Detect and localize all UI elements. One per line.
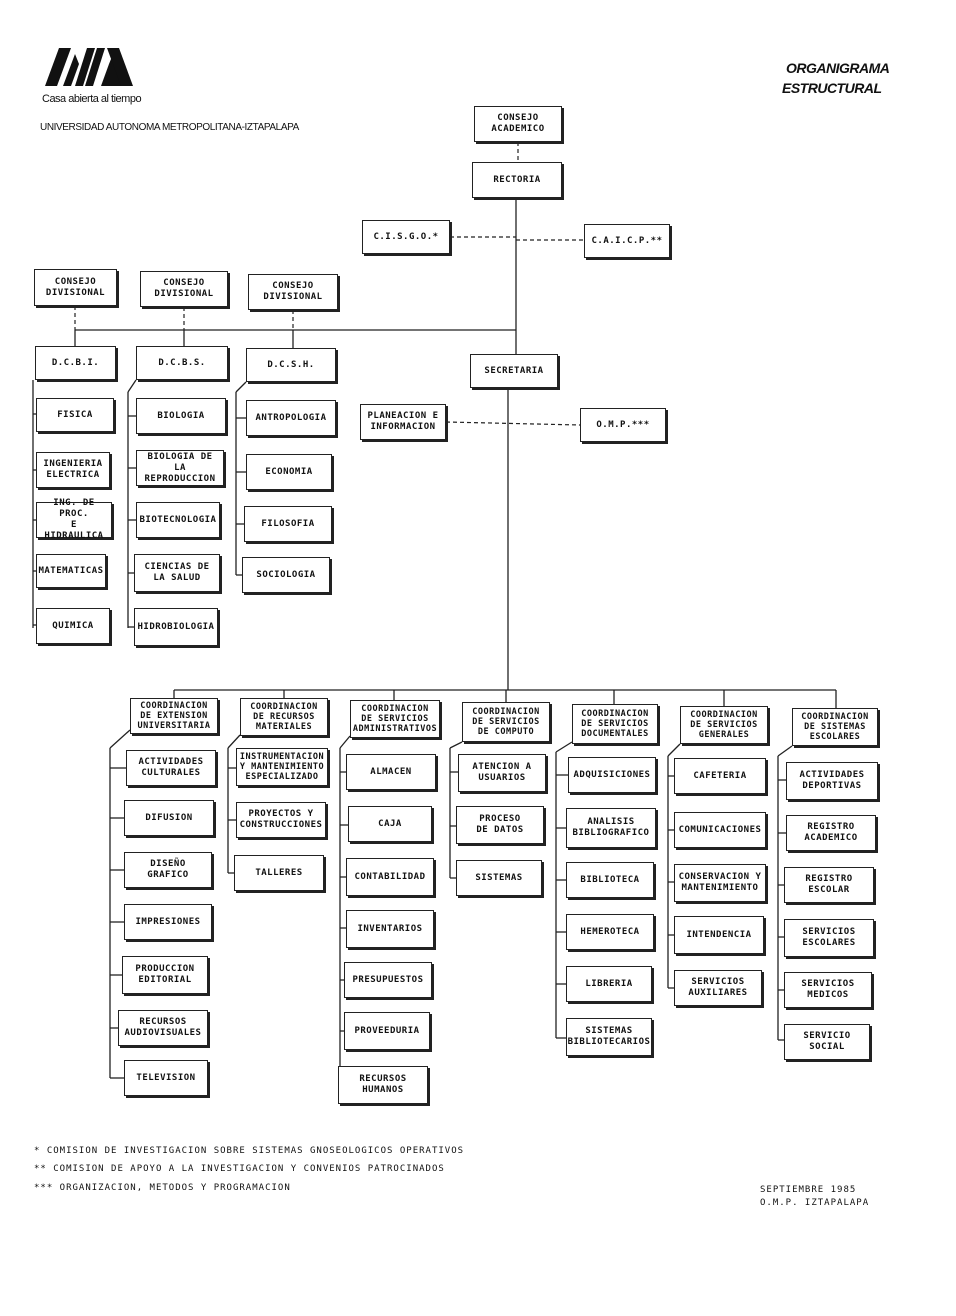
sistemas-bibliotecarios-box: SISTEMAS BIBLIOTECARIOS bbox=[566, 1018, 652, 1056]
ingenieria-electrica-box: INGENIERIA ELECTRICA bbox=[36, 452, 110, 488]
dcsh-box: D.C.S.H. bbox=[246, 348, 336, 382]
atencion-usuarios-box: ATENCION A USUARIOS bbox=[458, 754, 546, 792]
footnote-1: * COMISION DE INVESTIGACION SOBRE SISTEM… bbox=[34, 1146, 465, 1156]
hemeroteca-box: HEMEROTECA bbox=[566, 914, 654, 950]
rectoria-box: RECTORIA bbox=[472, 162, 562, 198]
analisis-bibliografico-box: ANALISIS BIBLIOGRAFICO bbox=[566, 808, 656, 848]
caicp-box: C.A.I.C.P.** bbox=[584, 224, 670, 258]
libreria-box: LIBRERIA bbox=[566, 966, 652, 1002]
consejo-divisional-csh-box: CONSEJO DIVISIONAL bbox=[248, 274, 338, 310]
uam-logo bbox=[45, 48, 133, 86]
servicio-social-box: SERVICIO SOCIAL bbox=[784, 1024, 870, 1060]
television-box: TELEVISION bbox=[124, 1060, 208, 1096]
adquisiciones-box: ADQUISICIONES bbox=[568, 757, 656, 793]
inventarios-box: INVENTARIOS bbox=[346, 910, 434, 948]
presupuestos-box: PRESUPUESTOS bbox=[344, 962, 432, 998]
recursos-audiovisuales-box: RECURSOS AUDIOVISUALES bbox=[118, 1010, 208, 1046]
coord-extension-box: COORDINACION DE EXTENSION UNIVERSITARIA bbox=[130, 698, 218, 734]
talleres-box: TALLERES bbox=[234, 855, 324, 891]
title-line-1: ORGANIGRAMA bbox=[786, 60, 890, 76]
recursos-humanos-box: RECURSOS HUMANOS bbox=[338, 1066, 428, 1104]
registro-escolar-box: REGISTRO ESCOLAR bbox=[784, 867, 874, 903]
date-signature: SEPTIEMBRE 1985 O.M.P. IZTAPALAPA bbox=[760, 1185, 870, 1208]
almacen-box: ALMACEN bbox=[346, 754, 436, 790]
registro-academico-box: REGISTRO ACADEMICO bbox=[786, 815, 876, 851]
coord-administrativos-box: COORDINACION DE SERVICIOS ADMINISTRATIVO… bbox=[350, 700, 440, 738]
produccion-editorial-box: PRODUCCION EDITORIAL bbox=[122, 956, 208, 994]
servicios-escolares-box: SERVICIOS ESCOLARES bbox=[784, 919, 874, 957]
coord-computo-box: COORDINACION DE SERVICIOS DE COMPUTO bbox=[462, 702, 550, 742]
planeacion-box: PLANEACION E INFORMACION bbox=[360, 404, 446, 440]
tagline: Casa abierta al tiempo bbox=[42, 93, 142, 105]
economia-box: ECONOMIA bbox=[246, 454, 332, 490]
antropologia-box: ANTROPOLOGIA bbox=[246, 400, 336, 436]
quimica-box: QUIMICA bbox=[36, 608, 110, 644]
footnote-2: ** COMISION DE APOYO A LA INVESTIGACION … bbox=[34, 1164, 445, 1174]
cisgo-box: C.I.S.G.O.* bbox=[362, 220, 450, 254]
intendencia-box: INTENDENCIA bbox=[674, 916, 764, 954]
caja-box: CAJA bbox=[348, 806, 432, 842]
omp-box: O.M.P.*** bbox=[580, 408, 666, 442]
dcbi-box: D.C.B.I. bbox=[35, 346, 116, 380]
ciencias-salud-box: CIENCIAS DE LA SALUD bbox=[134, 554, 220, 592]
hidrobiologia-box: HIDROBIOLOGIA bbox=[134, 608, 218, 646]
actividades-deportivas-box: ACTIVIDADES DEPORTIVAS bbox=[786, 762, 878, 800]
consejo-divisional-cbs-box: CONSEJO DIVISIONAL bbox=[140, 271, 228, 307]
diseno-grafico-box: DISEÑO GRAFICO bbox=[124, 852, 212, 888]
contabilidad-box: CONTABILIDAD bbox=[346, 858, 434, 896]
proyectos-construcciones-box: PROYECTOS Y CONSTRUCCIONES bbox=[236, 802, 326, 838]
biologia-box: BIOLOGIA bbox=[136, 398, 226, 434]
fisica-box: FISICA bbox=[36, 398, 114, 432]
matematicas-box: MATEMATICAS bbox=[36, 554, 106, 588]
biblioteca-box: BIBLIOTECA bbox=[566, 862, 654, 898]
consejo-academico-box: CONSEJO ACADEMICO bbox=[474, 106, 562, 142]
instrumentacion-box: INSTRUMENTACION Y MANTENIMIENTO ESPECIAL… bbox=[236, 748, 328, 786]
filosofia-box: FILOSOFIA bbox=[244, 506, 332, 542]
footnote-3: *** ORGANIZACION, METODOS Y PROGRAMACION bbox=[34, 1183, 291, 1193]
coord-generales-box: COORDINACION DE SERVICIOS GENERALES bbox=[680, 706, 768, 744]
university-name: UNIVERSIDAD AUTONOMA METROPOLITANA-IZTAP… bbox=[40, 122, 299, 133]
cafeteria-box: CAFETERIA bbox=[674, 758, 766, 794]
consejo-divisional-cbi-box: CONSEJO DIVISIONAL bbox=[34, 269, 117, 306]
title-line-2: ESTRUCTURAL bbox=[782, 80, 882, 96]
difusion-box: DIFUSION bbox=[124, 800, 214, 836]
servicios-medicos-box: SERVICIOS MEDICOS bbox=[784, 972, 872, 1008]
coord-recursos-materiales-box: COORDINACION DE RECURSOS MATERIALES bbox=[240, 698, 328, 736]
proceso-datos-box: PROCESO DE DATOS bbox=[456, 806, 544, 844]
sistemas-box: SISTEMAS bbox=[456, 860, 542, 896]
biologia-reproduccion-box: BIOLOGIA DE LA REPRODUCCION bbox=[136, 450, 224, 486]
coord-documentales-box: COORDINACION DE SERVICIOS DOCUMENTALES bbox=[572, 704, 658, 744]
actividades-culturales-box: ACTIVIDADES CULTURALES bbox=[126, 750, 216, 786]
proveeduria-box: PROVEEDURIA bbox=[344, 1012, 430, 1050]
coord-escolares-box: COORDINACION DE SISTEMAS ESCOLARES bbox=[792, 708, 878, 746]
biotecnologia-box: BIOTECNOLOGIA bbox=[136, 502, 220, 538]
impresiones-box: IMPRESIONES bbox=[124, 904, 212, 940]
comunicaciones-box: COMUNICACIONES bbox=[674, 812, 766, 848]
ing-procesos-box: ING. DE PROC. E HIDRAULICA bbox=[36, 498, 112, 541]
sociologia-box: SOCIOLOGIA bbox=[242, 557, 330, 593]
secretaria-box: SECRETARIA bbox=[470, 354, 558, 388]
servicios-auxiliares-box: SERVICIOS AUXILIARES bbox=[674, 970, 762, 1006]
dcbs-box: D.C.B.S. bbox=[136, 346, 228, 380]
conservacion-box: CONSERVACION Y MANTENIMIENTO bbox=[674, 864, 766, 902]
